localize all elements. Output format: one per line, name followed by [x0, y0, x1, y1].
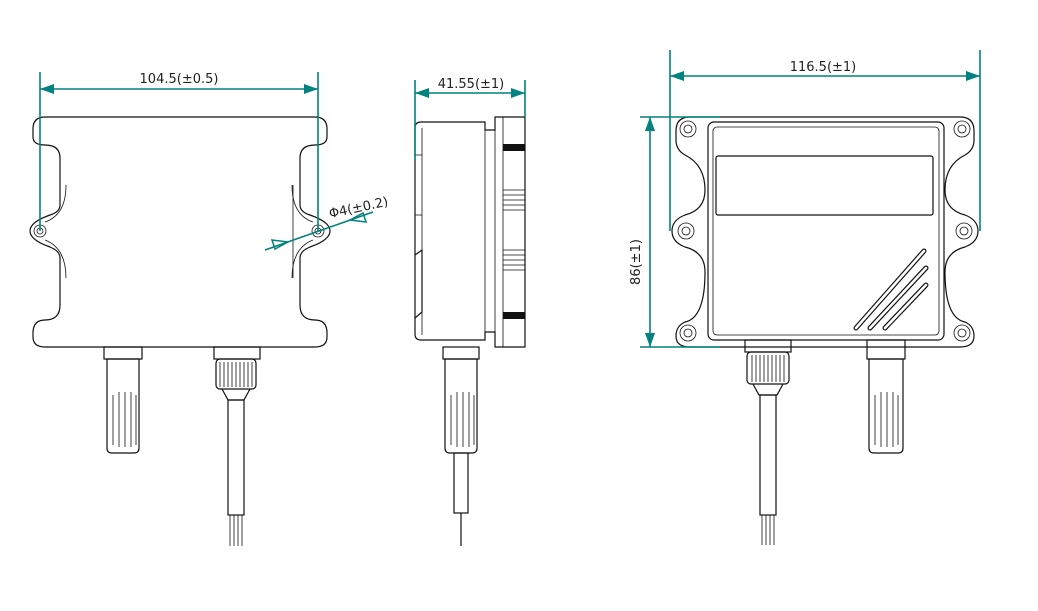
dimension-side-depth: 41.55(±1) — [414, 77, 526, 160]
front-view — [29, 116, 331, 546]
dimension-back-height: 86(±1) — [629, 116, 720, 348]
dimension-back-width: 116.5(±1) — [669, 50, 981, 231]
dimension-hole: Φ4(±0.2) — [264, 195, 390, 251]
side-view — [414, 116, 526, 546]
dimension-front-width: 104.5(±0.5) — [39, 72, 319, 231]
back-view — [671, 116, 979, 545]
back-width-label: 116.5(±1) — [790, 60, 857, 75]
front-width-label: 104.5(±0.5) — [140, 72, 219, 87]
side-depth-label: 41.55(±1) — [438, 77, 505, 92]
back-height-label: 86(±1) — [629, 239, 644, 285]
